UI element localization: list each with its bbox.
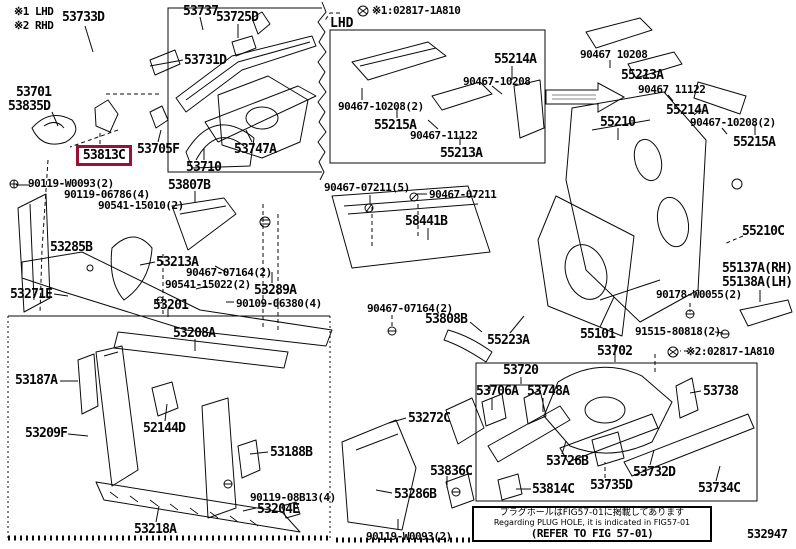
- part-label-55214a[interactable]: 55214A: [666, 103, 709, 118]
- part-label-53725d[interactable]: 53725D: [216, 10, 259, 25]
- part-label-90119-06786-4[interactable]: 90119-06786(4): [64, 188, 150, 201]
- part-label-90467-07164-2[interactable]: 90467-07164(2): [186, 266, 272, 279]
- highlighted-part-53813c[interactable]: 53813C: [76, 145, 132, 166]
- part-label-53807b[interactable]: 53807B: [168, 178, 211, 193]
- detail-boxes: [7, 1, 758, 543]
- part-label-90467-10208[interactable]: 90467 10208: [580, 48, 648, 61]
- part-label-53835d[interactable]: 53835D: [8, 99, 51, 114]
- part-label-55137a-rh[interactable]: 55137A(RH): [722, 261, 793, 276]
- part-label-55210c[interactable]: 55210C: [742, 224, 785, 239]
- part-label-53748a[interactable]: 53748A: [527, 384, 570, 399]
- part-label-91515-80818-2[interactable]: 91515-80818(2): [635, 325, 721, 338]
- part-label-55223a[interactable]: 55223A: [487, 333, 530, 348]
- legend-note-rhd: ※2 RHD: [14, 19, 54, 32]
- part-label-53188b[interactable]: 53188B: [270, 445, 313, 460]
- part-label-53289a[interactable]: 53289A: [254, 283, 297, 298]
- leader-lines-dashed: [39, 12, 744, 478]
- part-label-90467-11122[interactable]: 90467 11122: [638, 83, 706, 96]
- figure-code: 532947: [747, 527, 788, 541]
- part-label-53720[interactable]: 53720: [503, 363, 539, 378]
- part-label-90178-w0055-2[interactable]: 90178-W0055(2): [656, 288, 742, 301]
- part-label-90119-w0093-2[interactable]: 90119-W0093(2): [366, 530, 452, 543]
- legend-note-lhd: ※1 LHD: [14, 5, 54, 18]
- part-label-53732d[interactable]: 53732D: [633, 465, 676, 480]
- part-label-53187a[interactable]: 53187A: [15, 373, 58, 388]
- part-label-90467-10208[interactable]: 90467-10208: [463, 75, 531, 88]
- note-line-jp: プラグホールはFIG57-01に掲載してあります: [499, 508, 685, 518]
- part-label-53208a[interactable]: 53208A: [173, 326, 216, 341]
- part-label-90119-w0093-2[interactable]: 90119-W0093(2): [28, 177, 114, 190]
- note-line-en: Regarding PLUG HOLE, it is indicated in …: [493, 518, 691, 527]
- part-label-53735d[interactable]: 53735D: [590, 478, 633, 493]
- part-label-53734c[interactable]: 53734C: [698, 481, 741, 496]
- part-label-53272c[interactable]: 53272C: [408, 411, 451, 426]
- note-line-refer: (REFER TO FIG 57-01): [530, 527, 654, 540]
- part-label-52144d[interactable]: 52144D: [143, 421, 186, 436]
- direction-arrow: [545, 82, 626, 113]
- part-label-55213a[interactable]: 55213A: [621, 68, 664, 83]
- part-label-53204e[interactable]: 53204E: [257, 502, 300, 517]
- part-label-53286b[interactable]: 53286B: [394, 487, 437, 502]
- part-label-55213a[interactable]: 55213A: [440, 146, 483, 161]
- fastener-icons: [9, 5, 730, 497]
- part-label-53702[interactable]: 53702: [597, 344, 633, 359]
- part-label-90119-08b13-4[interactable]: 90119-08B13(4): [250, 491, 336, 504]
- part-label-58441b[interactable]: 58441B: [405, 214, 448, 229]
- leader-lines-solid: [16, 16, 761, 529]
- part-label-53213a[interactable]: 53213A: [156, 255, 199, 270]
- part-label-53836c[interactable]: 53836C: [430, 464, 473, 479]
- part-label-53710[interactable]: 53710: [186, 160, 222, 175]
- part-label-53738[interactable]: 53738: [703, 384, 739, 399]
- part-label-90467-07211-5[interactable]: 90467-07211(5): [324, 181, 410, 194]
- part-label-53705f[interactable]: 53705F: [137, 142, 180, 157]
- part-label-90467-10208-2[interactable]: 90467-10208(2): [690, 116, 776, 129]
- part-label-53747a[interactable]: 53747A: [234, 142, 277, 157]
- part-label-55138a-lh[interactable]: 55138A(LH): [722, 275, 793, 290]
- part-label-55215a[interactable]: 55215A: [374, 118, 417, 133]
- part-label-90467-10208-2[interactable]: 90467-10208(2): [338, 100, 424, 113]
- part-label-53726b[interactable]: 53726B: [546, 454, 589, 469]
- part-label-53218a[interactable]: 53218A: [134, 522, 177, 537]
- torn-edge: [317, 1, 327, 181]
- part-label-53285b[interactable]: 53285B: [50, 240, 93, 255]
- part-label-53209f[interactable]: 53209F: [25, 426, 68, 441]
- part-label-55214a[interactable]: 55214A: [494, 52, 537, 67]
- part-label-90467-07164-2[interactable]: 90467-07164(2): [367, 302, 453, 315]
- part-label-53737[interactable]: 53737: [183, 4, 219, 19]
- part-outlines: [17, 11, 793, 533]
- note-box: プラグホールはFIG57-01に掲載してあります Regarding PLUG …: [472, 506, 712, 542]
- highlighted-part-label: 53813C: [82, 148, 126, 163]
- part-label-90467-07211[interactable]: 90467-07211: [429, 188, 497, 201]
- part-label-90109-06380-4[interactable]: 90109-06380(4): [236, 297, 322, 310]
- part-label-53706a[interactable]: 53706A: [476, 384, 519, 399]
- part-label-53814c[interactable]: 53814C: [532, 482, 575, 497]
- part-label-55101[interactable]: 55101: [580, 327, 616, 342]
- part-label-53731d[interactable]: 53731D: [184, 53, 227, 68]
- part-label-53701[interactable]: 53701: [16, 85, 52, 100]
- part-label-90541-15010-2[interactable]: 90541-15010(2): [98, 199, 184, 212]
- part-label-1-02817-1a810[interactable]: ※1:02817-1A810: [372, 4, 461, 17]
- part-label-90467-11122[interactable]: 90467-11122: [410, 129, 478, 142]
- part-label-53733d[interactable]: 53733D: [62, 10, 105, 25]
- part-label-53201[interactable]: 53201: [153, 298, 189, 313]
- part-label-2-02817-1a810[interactable]: ※2:02817-1A810: [686, 345, 775, 358]
- part-label-53271e[interactable]: 53271E: [10, 287, 53, 302]
- part-label-90541-15022-2[interactable]: 90541-15022(2): [165, 278, 251, 291]
- part-label-55215a[interactable]: 55215A: [733, 135, 776, 150]
- lhd-box-label: LHD: [330, 16, 354, 31]
- part-label-55210[interactable]: 55210: [600, 115, 636, 130]
- part-label-53808b[interactable]: 53808B: [425, 312, 468, 327]
